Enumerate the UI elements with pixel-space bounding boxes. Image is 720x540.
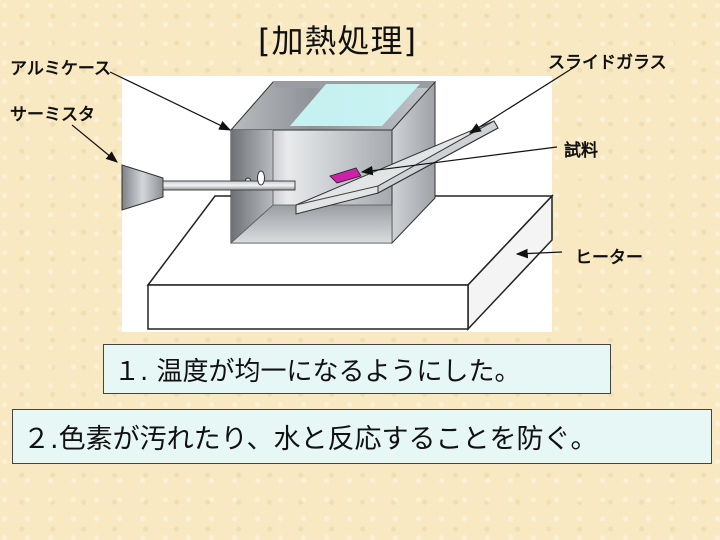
aluminum-case-label: アルミケース	[10, 59, 111, 79]
thermistor-leader	[71, 124, 118, 163]
heater-leader	[515, 248, 563, 259]
note-uniform-temperature: １. 温度が均一になるようにした。	[103, 344, 611, 394]
slide-glass-label: スライドガラス	[548, 53, 667, 73]
note-prevent-contamination: ２.色素が汚れたり、水と反応することを防ぐ。	[12, 409, 712, 464]
page-title: [加熱処理]	[258, 22, 417, 60]
sample-leader	[360, 146, 558, 176]
aluminum-case-leader	[109, 71, 232, 131]
sample-label: 試料	[564, 141, 598, 161]
aluminum-case	[229, 80, 437, 245]
heater-label: ヒーター	[575, 248, 643, 268]
sample-patch	[329, 167, 362, 184]
thermistor-label: サーミスタ	[10, 105, 95, 125]
thermistor	[121, 164, 296, 211]
slide-glass-leader	[468, 65, 577, 134]
